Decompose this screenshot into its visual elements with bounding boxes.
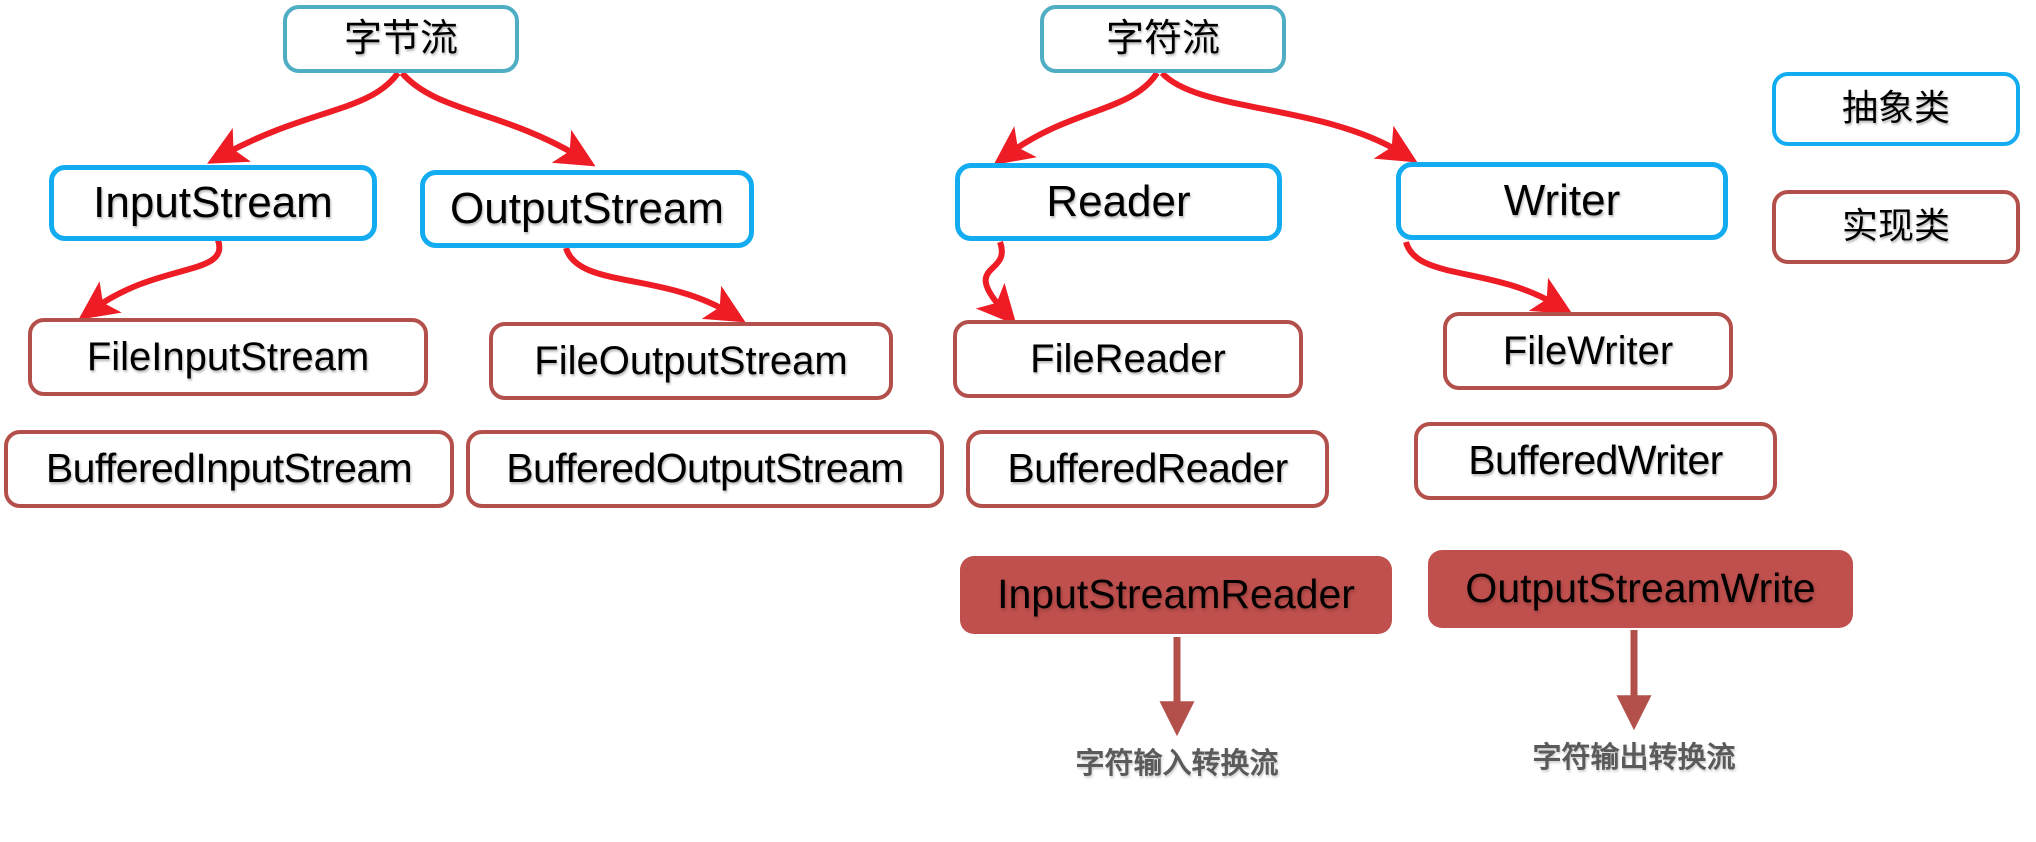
node-output-stream-write[interactable]: OutputStreamWrite: [1428, 550, 1853, 628]
node-buffered-input-stream[interactable]: BufferedInputStream: [4, 430, 454, 508]
node-buffered-reader[interactable]: BufferedReader: [966, 430, 1329, 508]
node-writer[interactable]: Writer: [1396, 162, 1728, 240]
caption-input-converter: 字符输入转换流: [1075, 746, 1279, 780]
node-buffered-output-stream[interactable]: BufferedOutputStream: [466, 430, 944, 508]
node-buffered-writer[interactable]: BufferedWriter: [1414, 422, 1777, 500]
edge-reader-filereader: [975, 241, 1017, 326]
edge-bytestream-outputstream: [399, 71, 596, 167]
edge-writer-filewriter: [1403, 240, 1573, 315]
edge-inputstream-fileinputstream: [78, 239, 223, 320]
node-file-reader[interactable]: FileReader: [953, 320, 1303, 398]
node-input-stream[interactable]: InputStream: [49, 165, 377, 241]
edge-charstream-reader: [993, 71, 1160, 165]
edge-outputstream-fileoutputstream: [563, 246, 746, 323]
node-byte-stream[interactable]: 字节流: [283, 5, 519, 73]
node-file-input-stream[interactable]: FileInputStream: [28, 318, 428, 396]
node-file-writer[interactable]: FileWriter: [1443, 312, 1733, 390]
node-input-stream-reader[interactable]: InputStreamReader: [960, 556, 1392, 634]
caption-output-converter: 字符输出转换流: [1532, 740, 1736, 774]
edge-bytestream-inputstream: [207, 71, 401, 164]
node-output-stream[interactable]: OutputStream: [420, 170, 754, 248]
legend-implementation-class[interactable]: 实现类: [1772, 190, 2020, 264]
node-file-output-stream[interactable]: FileOutputStream: [489, 322, 893, 400]
edge-charstream-writer: [1159, 70, 1418, 163]
node-char-stream[interactable]: 字符流: [1040, 5, 1286, 73]
node-reader[interactable]: Reader: [955, 163, 1282, 241]
legend-abstract-class[interactable]: 抽象类: [1772, 72, 2020, 146]
